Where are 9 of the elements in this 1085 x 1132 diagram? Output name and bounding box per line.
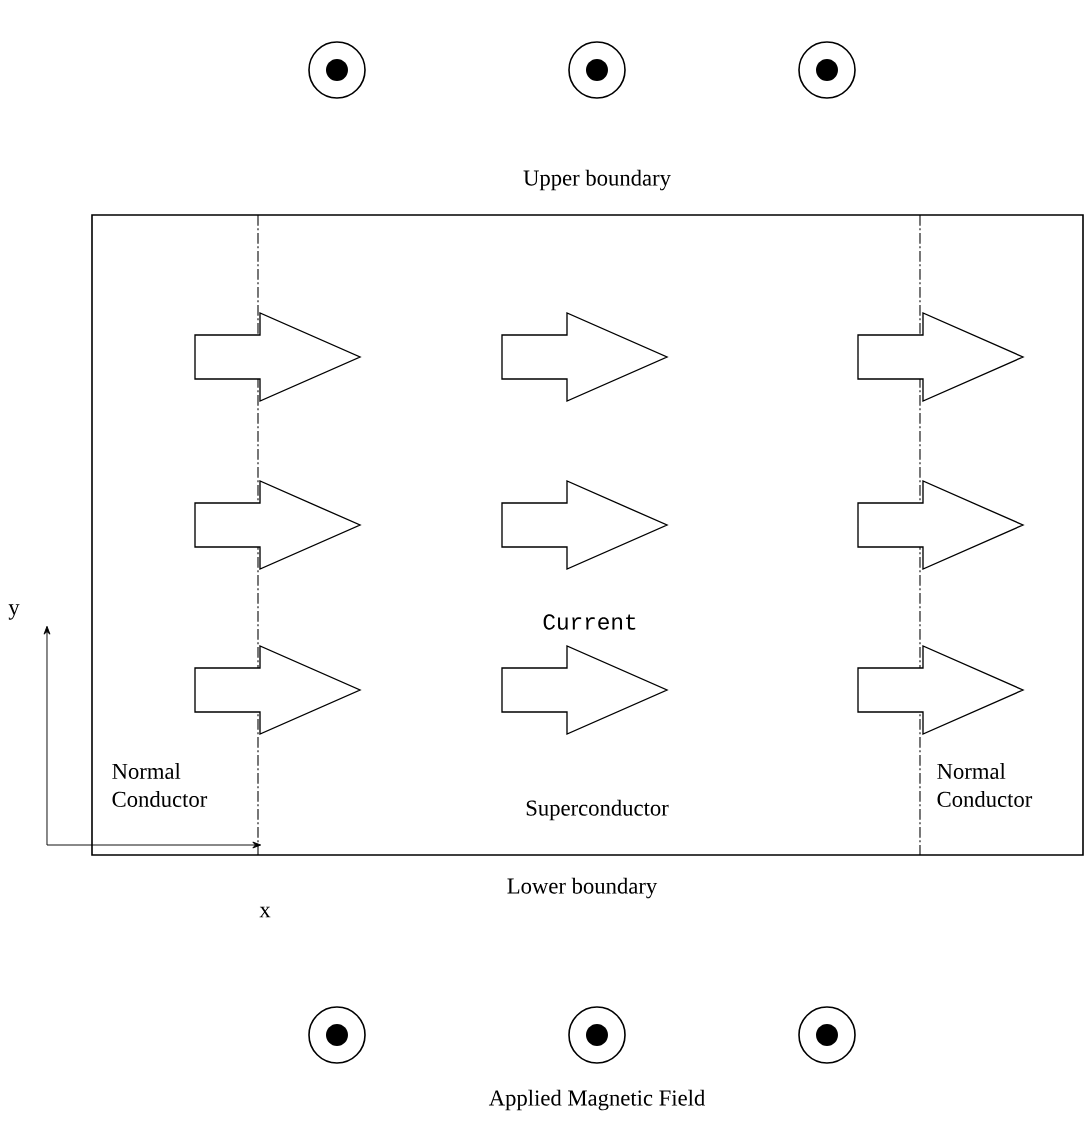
axis-label: y [8,604,20,620]
boundary-label: Upper boundary [523,169,671,191]
boundary-label: Lower boundary [507,877,658,899]
axis-label: x [259,906,271,918]
region-label: Normal Conductor [112,763,208,807]
field-label: Applied Magnetic Field [488,1089,706,1111]
region-label: Normal Conductor [937,763,1033,807]
region-label: Superconductor [526,799,669,821]
current-label: Current [543,614,636,630]
